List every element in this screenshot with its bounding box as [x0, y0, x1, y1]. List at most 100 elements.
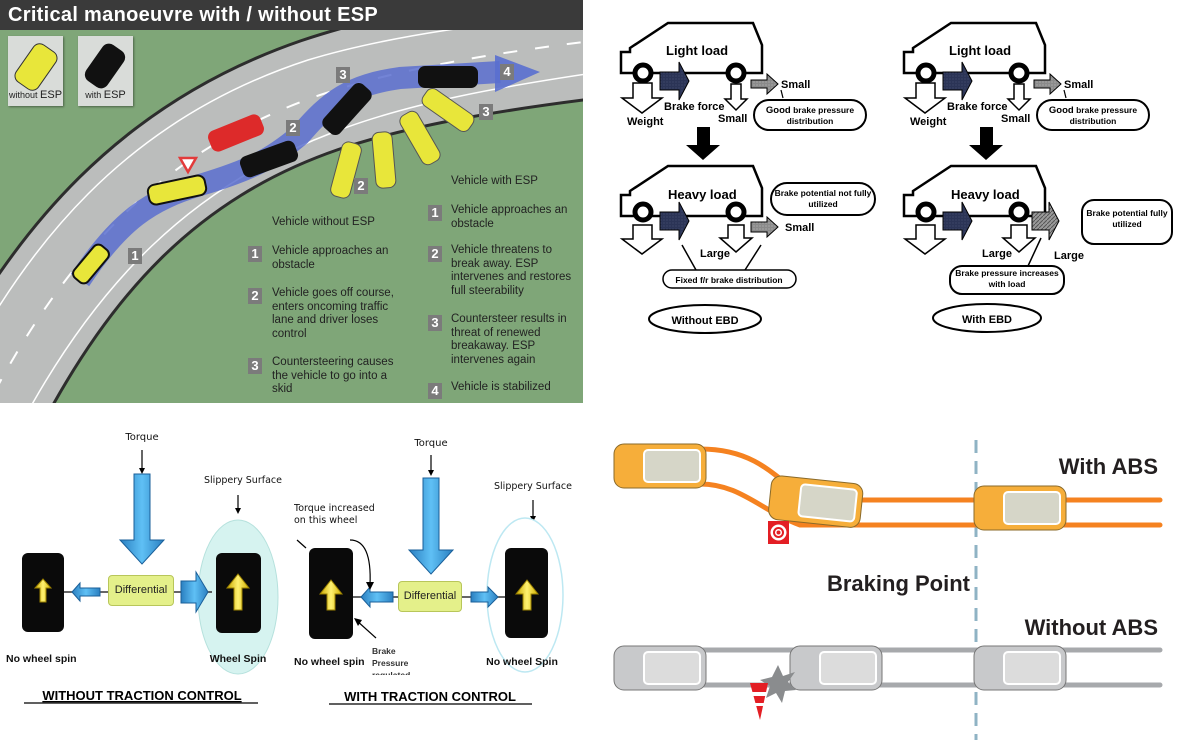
left-torque-arrow-icon — [71, 581, 101, 603]
step-text: Vehicle threatens to break away. ESP int… — [451, 244, 572, 297]
road-marker: 1 — [128, 248, 142, 264]
not-utilized-callout — [770, 182, 876, 216]
legend-prefix: without — [8, 90, 38, 100]
rear-weight-arrow-icon — [723, 83, 749, 112]
with-abs-car-1 — [613, 443, 707, 489]
large-label: Large — [1054, 250, 1084, 262]
small-label: Small — [1001, 113, 1030, 125]
road-center-line — [0, 41, 583, 385]
small-label: Small — [1064, 79, 1093, 91]
transition-arrow-icon — [686, 127, 720, 160]
without-tc-title: WITHOUT TRACTION CONTROL — [42, 688, 241, 703]
fixed-distribution-callout — [662, 269, 797, 289]
step-text: Vehicle goes off course, enters oncoming… — [272, 287, 394, 340]
torque-arrow-icon — [407, 477, 455, 575]
callout-rest: brake pressure — [793, 105, 854, 115]
weight-arrow-icon — [902, 82, 948, 114]
good-distribution-callout — [1036, 99, 1150, 131]
car-without-esp-skid-1 — [330, 141, 362, 199]
fully-utilized-callout — [1081, 199, 1173, 245]
with-ebd-caption: With EBD — [962, 314, 1012, 326]
callout-line-2: distribution — [1070, 116, 1117, 126]
weight-label: Weight — [910, 116, 947, 128]
step-text: Vehicle approaches an obstacle — [272, 245, 389, 271]
brake-pressure-label: Brake Pressure regulated — [372, 646, 411, 675]
braking-point-label: Braking Point — [827, 571, 971, 596]
car-with-esp-3 — [322, 82, 372, 136]
weight-arrow-icon — [619, 224, 665, 255]
ebd-without-light-van — [619, 21, 779, 114]
differential-box: Differential — [398, 581, 462, 612]
without-ebd-caption-oval — [648, 304, 762, 334]
with-abs-track-bottom — [697, 481, 1163, 528]
step-number: 1 — [248, 246, 262, 262]
right-torque-arrow-icon — [470, 585, 499, 609]
car-without-esp-skid-3 — [399, 110, 441, 166]
heavy-load-label: Heavy load — [668, 187, 737, 202]
rear-weight-arrow-icon — [1001, 224, 1037, 253]
torque-arrow-icon — [118, 473, 166, 565]
ebd-without-heavy-van — [619, 164, 779, 271]
right-wheel-arrow-icon — [225, 573, 251, 611]
heavy-load-label: Heavy load — [951, 187, 1020, 202]
warning-triangle-icon — [177, 156, 199, 175]
pressure-increase-callout — [949, 265, 1065, 295]
rear-weight-arrow-icon — [1006, 83, 1032, 112]
road-marker: 2 — [354, 178, 368, 194]
left-torque-arrow-icon — [360, 585, 394, 609]
torque-increased-label: Torque increased on this wheel — [294, 503, 375, 526]
rear-brake-arrow-icon — [1033, 72, 1062, 96]
rear-weight-arrow-icon — [718, 224, 754, 253]
with-abs-car-2 — [768, 475, 864, 528]
ebd-with-heavy-van — [902, 164, 1060, 267]
step-text: Countersteering causes the vehicle to go… — [272, 356, 394, 395]
fully-utilized-text: Brake potential fully utilized — [1086, 208, 1168, 229]
road-marker: 3 — [336, 67, 350, 83]
right-wheel-arrow-icon — [514, 579, 540, 611]
small-label: Small — [781, 79, 810, 91]
differential-box: Differential — [108, 575, 174, 606]
weight-arrow-icon — [619, 82, 665, 114]
legend-suffix: ESP — [40, 89, 63, 101]
without-ebd-caption: Without EBD — [671, 315, 738, 327]
transition-arrow-icon — [969, 127, 1003, 160]
torque-increased-pointer — [349, 539, 371, 586]
car-without-esp-2 — [146, 174, 208, 206]
legend-prefix: with — [85, 90, 102, 100]
wheel-spin-label: Wheel Spin — [210, 653, 267, 665]
light-load-label: Light load — [949, 43, 1011, 58]
without-abs-label: Without ABS — [1025, 615, 1158, 640]
step-number: 4 — [428, 383, 442, 399]
esp-panel: Critical manoeuvre with / without ESP wi… — [0, 0, 583, 403]
left-wheel-arrow-icon — [318, 579, 344, 611]
small-label: Small — [785, 222, 814, 234]
step-number: 1 — [428, 205, 442, 221]
weight-arrow-icon — [902, 224, 948, 255]
road-marker: 4 — [500, 64, 514, 80]
torque-label: Torque — [413, 438, 447, 449]
esp-title: Critical manoeuvre with / without ESP — [0, 0, 583, 30]
good-distribution-callout — [753, 99, 867, 131]
callout-bold: Good — [1049, 105, 1074, 116]
road-marker: 3 — [479, 104, 493, 120]
torque-label: Torque — [124, 432, 158, 443]
esp-road-illustration — [0, 0, 583, 403]
car-with-esp-4 — [418, 66, 478, 88]
brake-force-label: Brake force — [947, 101, 1008, 113]
car-oncoming-red — [208, 114, 264, 152]
ebd-with-light-van — [902, 21, 1067, 160]
callout-line-1: Good brake pressure — [1049, 105, 1137, 116]
without-abs-car-2 — [789, 645, 883, 691]
rear-brake-arrow-icon — [750, 215, 779, 239]
callout-bold: Good — [766, 105, 791, 116]
without-abs-car-3 — [973, 645, 1067, 691]
left-wheel-arrow-icon — [33, 578, 53, 603]
right-torque-arrow-icon — [180, 570, 209, 614]
tc-without-diagram — [22, 450, 279, 675]
car-with-esp-2 — [239, 140, 299, 178]
legend-with-esp: with ESP — [78, 36, 133, 106]
brake-force-arrow-icon — [942, 201, 973, 241]
with-ebd-caption-oval — [932, 303, 1042, 333]
weight-label: Weight — [627, 116, 664, 128]
with-esp-heading: Vehicle with ESP — [451, 175, 538, 187]
